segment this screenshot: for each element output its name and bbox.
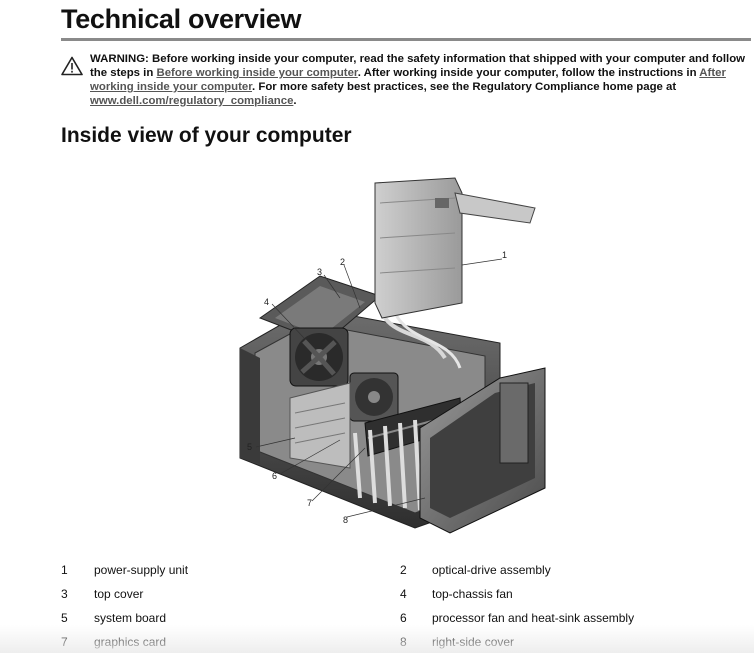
top-chassis-fan	[289, 327, 349, 387]
legend-number: 7	[61, 635, 68, 649]
computer-inside-illustration: 1 2 3 4 5 6 7 8	[239, 177, 546, 534]
callout-lines	[255, 258, 503, 518]
power-supply-unit	[374, 177, 536, 319]
expansion-slots	[353, 419, 422, 511]
component-legend: 1 power-supply unit 2 optical-drive asse…	[61, 560, 751, 656]
callout-5: 5	[247, 442, 252, 452]
legend-label: right-side cover	[432, 635, 515, 649]
legend-label: power-supply unit	[94, 563, 189, 577]
legend-number: 1	[61, 563, 68, 577]
legend-number: 3	[61, 587, 68, 601]
callout-8: 8	[343, 515, 348, 525]
legend-label: top-chassis fan	[432, 587, 513, 601]
legend-number: 6	[400, 611, 407, 625]
right-side-cover	[419, 367, 546, 534]
legend-number: 5	[61, 611, 68, 625]
legend-label: optical-drive assembly	[432, 563, 551, 577]
callout-2: 2	[340, 257, 345, 267]
legend-label: system board	[94, 611, 167, 625]
legend-row: 1 power-supply unit 2 optical-drive asse…	[61, 560, 751, 584]
title-divider	[61, 38, 751, 41]
callout-7: 7	[307, 498, 312, 508]
page-title: Technical overview	[61, 4, 302, 34]
warning-text: WARNING: Before working inside your comp…	[90, 52, 750, 108]
callout-4: 4	[264, 297, 269, 307]
warning-text-part: . For more safety best practices, see th…	[252, 81, 677, 93]
legend-row: 3 top cover 4 top-chassis fan	[61, 584, 751, 608]
legend-label: graphics card	[94, 635, 167, 649]
legend-label: top cover	[94, 587, 144, 601]
legend-row: 5 system board 6 processor fan and heat-…	[61, 608, 751, 632]
warning-text-part: .	[293, 95, 297, 107]
warning-text-part: . After working inside your computer, fo…	[357, 67, 700, 79]
processor-fan-assembly	[349, 372, 399, 422]
legend-number: 2	[400, 563, 407, 577]
system-board	[289, 382, 351, 469]
link-regulatory-compliance[interactable]: www.dell.com/regulatory_compliance	[90, 95, 294, 107]
callout-1: 1	[502, 250, 507, 260]
link-before-working[interactable]: Before working inside your computer	[156, 67, 358, 79]
section-heading: Inside view of your computer	[61, 124, 352, 147]
cables	[383, 312, 462, 369]
warning-triangle-icon	[61, 56, 83, 76]
legend-label: processor fan and heat-sink assembly	[432, 611, 635, 625]
legend-row: 7 graphics card 8 right-side cover	[61, 632, 751, 656]
legend-number: 4	[400, 587, 407, 601]
link-after-working[interactable]: After working inside your computer	[90, 67, 726, 93]
callout-6: 6	[272, 471, 277, 481]
warning-text-part: WARNING: Before working inside your comp…	[90, 53, 746, 79]
callout-3: 3	[317, 267, 322, 277]
legend-number: 8	[400, 635, 407, 649]
